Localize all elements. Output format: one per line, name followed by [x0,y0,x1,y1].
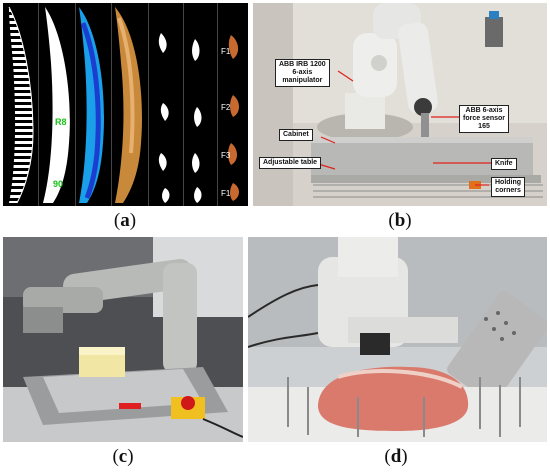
panel-a-label-f4: F1 [221,189,231,198]
panel-a-label-f1: F1 [221,47,231,56]
label-holding-corners: Holding corners [491,177,526,197]
panel-d-image [248,237,547,442]
panel-a-label-f2: F2 [221,103,231,112]
label-knife: Knife [491,158,517,170]
panel-a-label-f3: F3 [221,151,231,160]
panel-a-label-g2: 90 [53,179,64,189]
panel-a-label-g1: R8 [55,117,67,127]
label-adjustable-table: Adjustable table [259,157,322,169]
caption-d: (d) [384,446,408,467]
panel-a: R8 90 F1 F2 F3 F1 [3,3,248,206]
label-force-sensor: ABB 6-axis force sensor 165 [459,105,510,133]
panel-a-image [8,3,239,206]
panel-c [3,237,243,442]
caption-a: (a) [113,210,137,231]
label-cabinet: Cabinet [279,129,313,141]
panel-d [248,237,547,442]
panel-b: ABB IRB 1200 6-axis manipulator ABB 6-ax… [253,3,547,206]
caption-c: (c) [112,446,134,467]
panel-c-image [3,237,243,442]
panel-b-image [253,3,547,206]
label-manipulator: ABB IRB 1200 6-axis manipulator [275,59,330,87]
caption-b: (b) [388,210,412,231]
